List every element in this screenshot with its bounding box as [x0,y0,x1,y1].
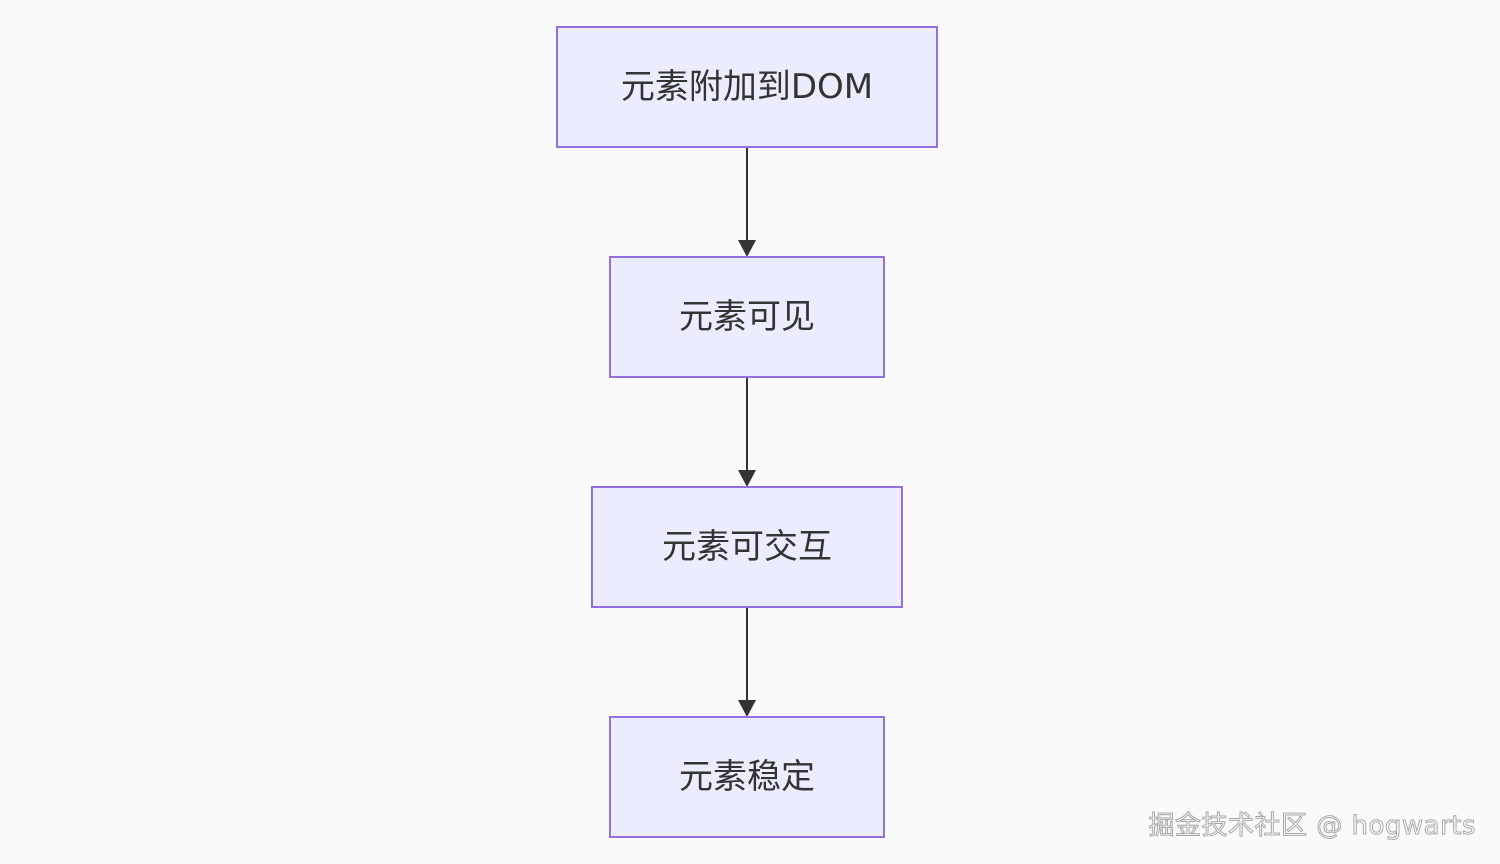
edge-attached-to-visible [738,147,756,257]
node-label: 元素可交互 [662,527,832,567]
watermark-text: 掘金技术社区 @ hogwarts [1148,811,1476,842]
node-element-stable: 元素稳定 [609,716,885,838]
node-label: 元素稳定 [679,757,815,797]
node-element-interactable: 元素可交互 [591,486,903,608]
node-label: 元素可见 [679,297,815,337]
edge-interactable-to-stable [738,607,756,717]
node-element-visible: 元素可见 [609,256,885,378]
node-element-attached: 元素附加到DOM [556,26,938,148]
node-label: 元素附加到DOM [621,67,873,107]
edge-visible-to-interactable [738,377,756,487]
